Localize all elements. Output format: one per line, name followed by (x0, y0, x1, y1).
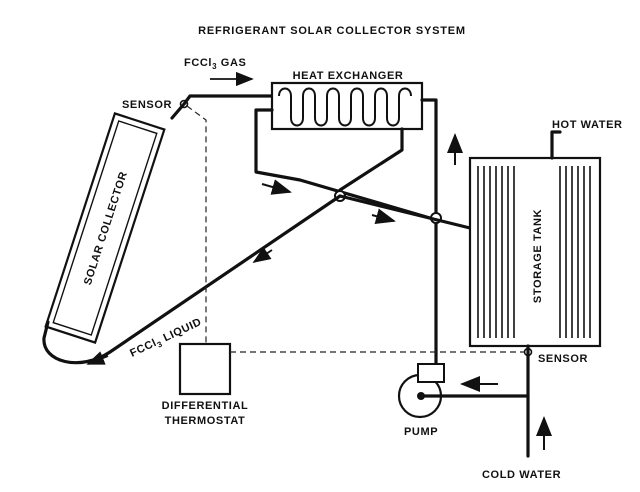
hot-water-pipe (550, 130, 562, 160)
flow-arrow-right-1 (261, 179, 292, 195)
tank-inlet-pipe (338, 194, 472, 230)
thermostat-label-1: DIFFERENTIAL (162, 400, 249, 412)
gas-label: FCCl3 GAS (184, 57, 246, 71)
sensor-top-label: SENSOR (122, 99, 172, 111)
solar-collector: SOLAR COLLECTOR (44, 112, 166, 344)
pump: PUMP (397, 363, 530, 438)
hx-liquid-out (338, 127, 404, 192)
storage-tank: STORAGE TANK (468, 156, 602, 348)
hx-water-feed (420, 98, 438, 370)
gas-pipe (170, 94, 274, 120)
cold-water-label: COLD WATER (482, 469, 561, 481)
heat-exchanger-label: HEAT EXCHANGER (293, 70, 404, 82)
pump-label: PUMP (404, 426, 438, 438)
diagram-title: REFRIGERANT SOLAR COLLECTOR SYSTEM (198, 25, 466, 37)
hot-water-label: HOT WATER (552, 119, 623, 131)
heat-exchanger: HEAT EXCHANGER (270, 70, 424, 131)
sensor-bottom-label: SENSOR (538, 353, 588, 365)
storage-tank-label: STORAGE TANK (532, 209, 544, 303)
flow-arrow-right-2 (371, 208, 396, 224)
thermostat-label-2: THERMOSTAT (165, 415, 246, 427)
liquid-flow-arrow-2 (86, 351, 109, 365)
differential-thermostat: DIFFERENTIAL THERMOSTAT (162, 342, 249, 427)
control-line-sensor (186, 105, 207, 344)
liquid-pipe (42, 194, 342, 365)
liquid-flow-arrow-1 (252, 247, 273, 263)
